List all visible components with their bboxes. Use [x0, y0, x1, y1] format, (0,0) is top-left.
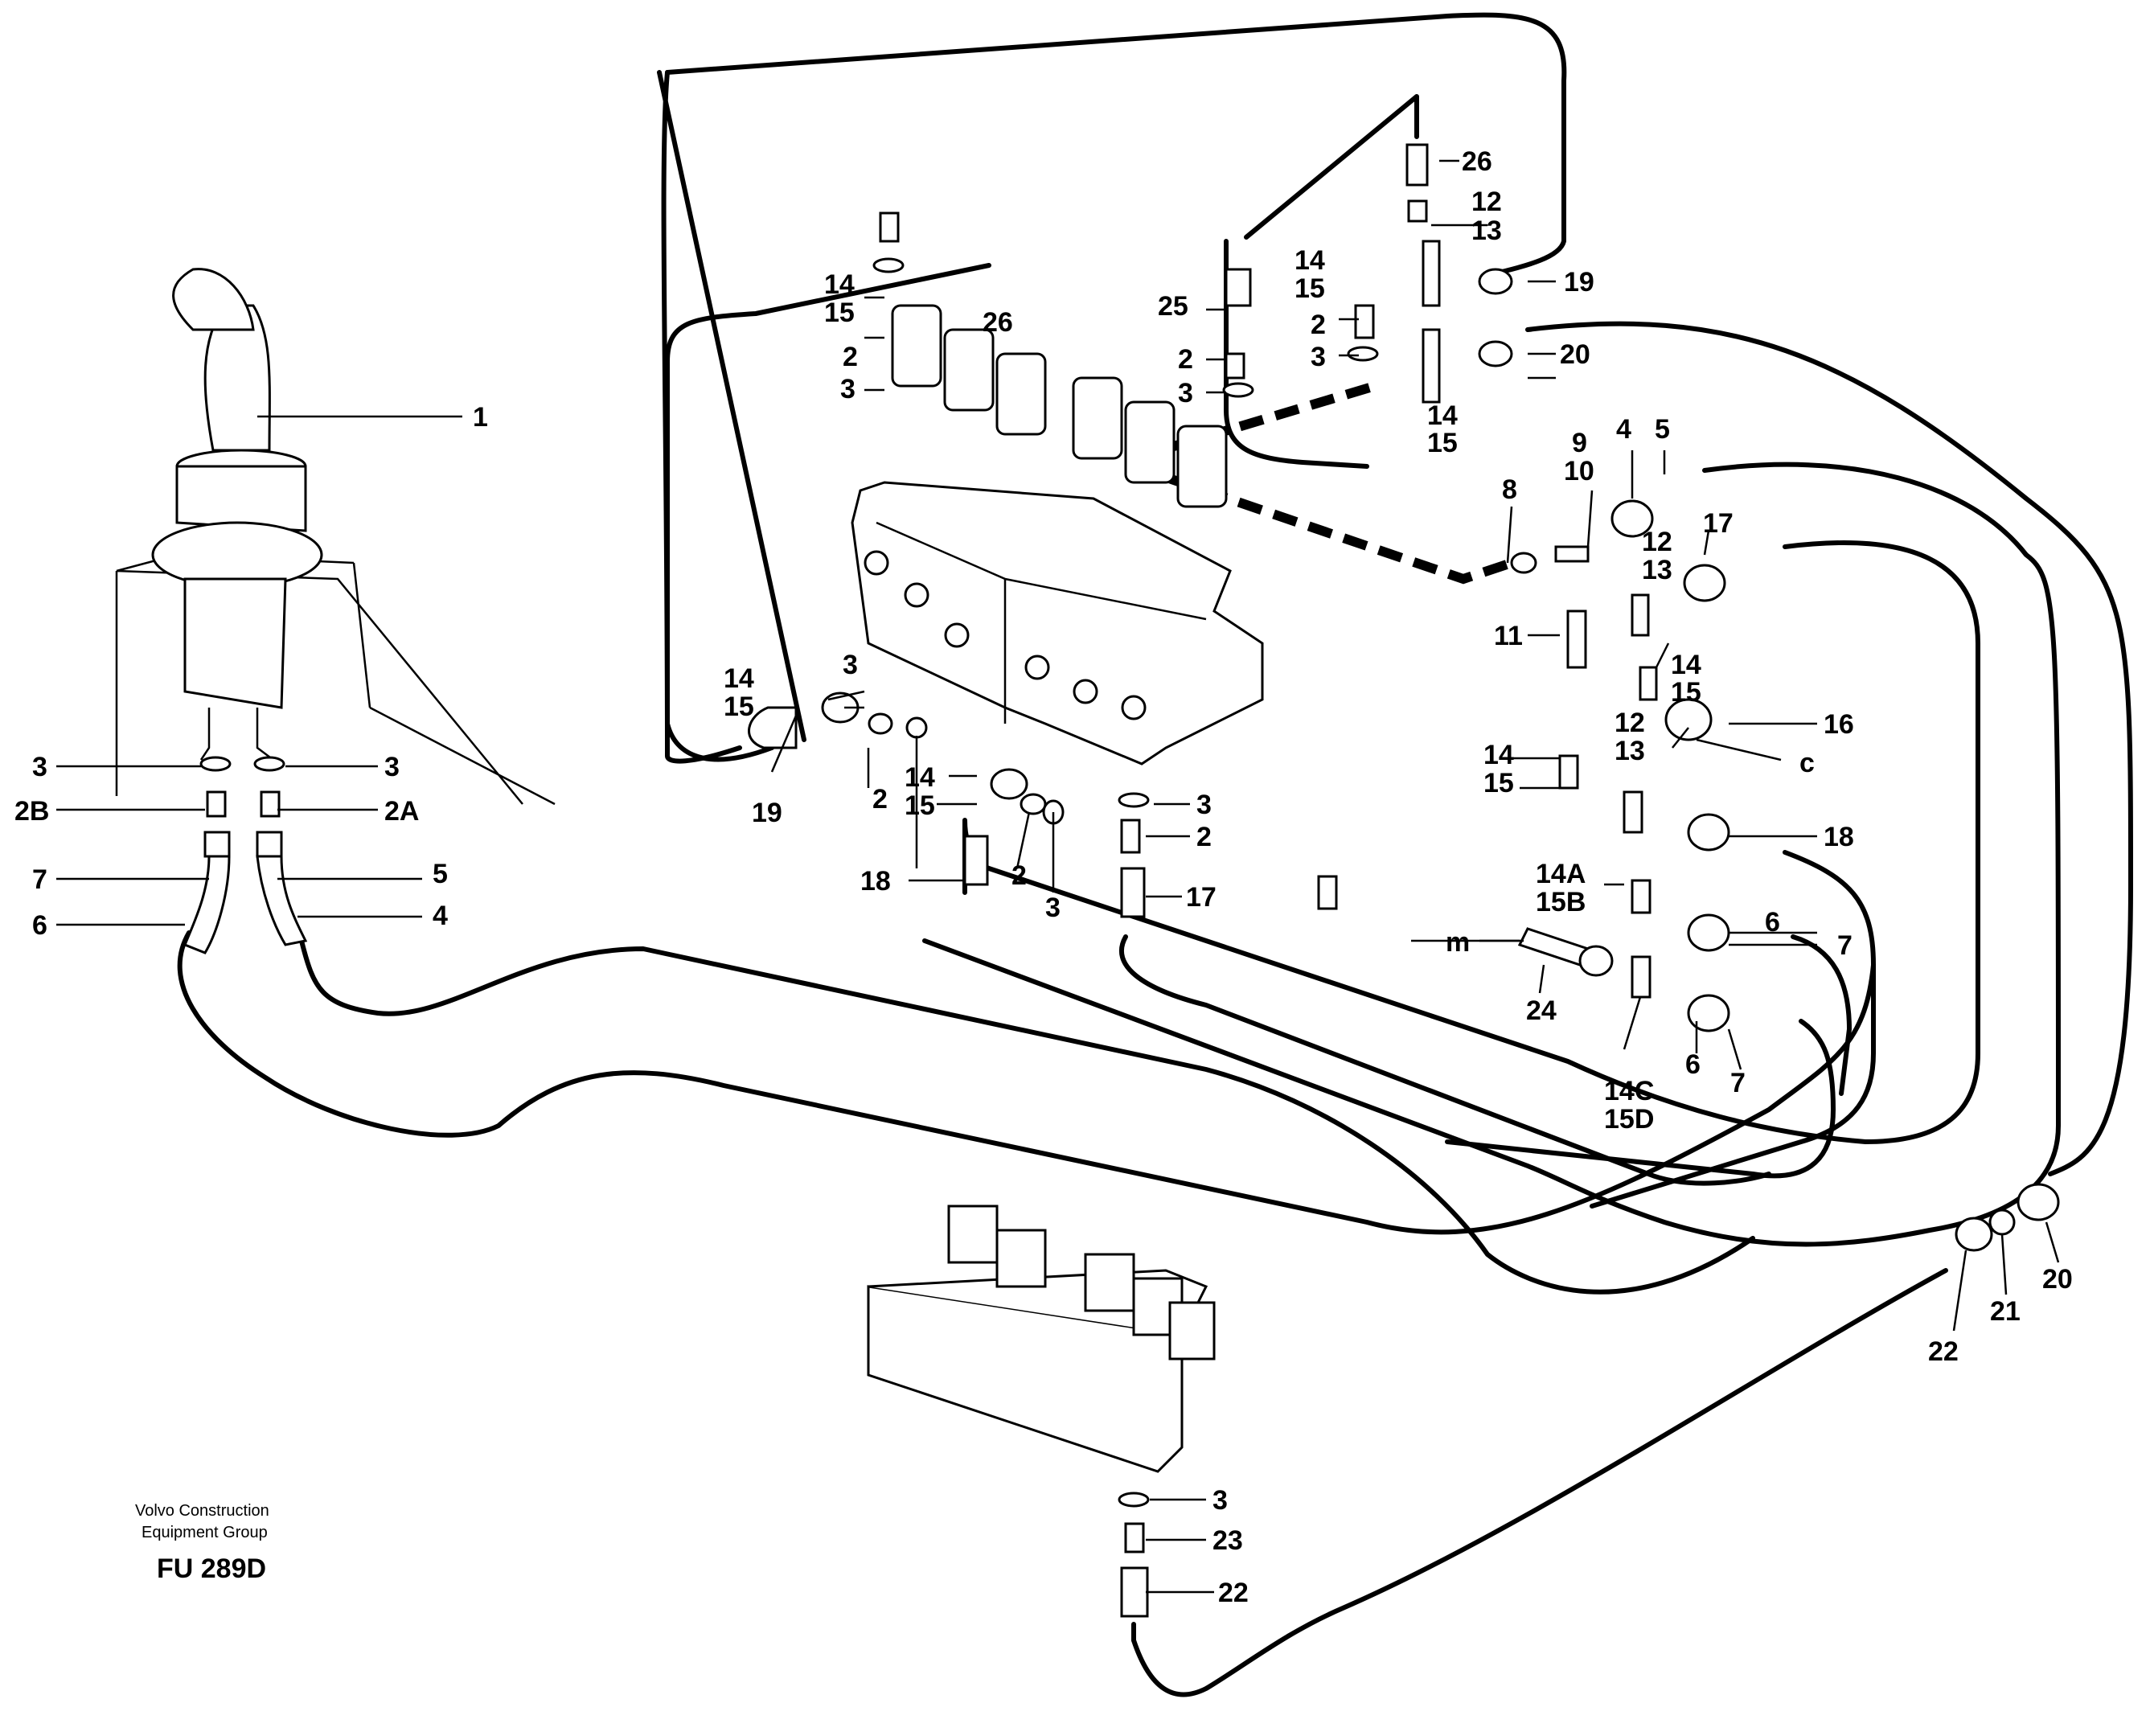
label-19: 19 — [1564, 267, 1594, 298]
label-6: 6 — [1765, 907, 1780, 938]
figure-code: FU 289D — [157, 1553, 266, 1584]
label-6: 6 — [1685, 1049, 1701, 1080]
label-3: 3 — [1212, 1485, 1228, 1516]
label-22: 22 — [1928, 1336, 1959, 1367]
label-2: 2 — [1311, 310, 1326, 340]
label-14: 14 — [905, 762, 935, 793]
leader-lines — [56, 159, 2060, 1594]
label-3: 3 — [1178, 378, 1193, 408]
label-25: 25 — [1158, 291, 1188, 322]
label-12: 12 — [1615, 708, 1645, 738]
label-14: 14 — [1427, 400, 1458, 431]
label-2: 2 — [1196, 822, 1212, 852]
label-24: 24 — [1526, 995, 1557, 1026]
label-2: 2 — [872, 784, 888, 815]
credit-line-1: Volvo Construction — [135, 1502, 269, 1520]
label-2: 2 — [1011, 860, 1027, 891]
label-2b: 2B — [14, 796, 49, 827]
callout-labels: 1 3 3 2B 2A 7 5 6 4 14 15 2 3 26 25 2 3 … — [14, 146, 2073, 1608]
label-26: 26 — [983, 307, 1013, 338]
label-15: 15 — [724, 692, 754, 722]
label-15: 15 — [905, 790, 935, 821]
label-14c: 14C — [1604, 1076, 1654, 1106]
label-17: 17 — [1186, 882, 1217, 913]
label-15: 15 — [1483, 768, 1514, 798]
joystick-fittings — [183, 756, 308, 954]
label-1: 1 — [473, 402, 488, 433]
label-2a: 2A — [384, 796, 419, 827]
label-8: 8 — [1502, 474, 1517, 505]
label-14a: 14A — [1536, 859, 1586, 889]
label-2: 2 — [1178, 344, 1193, 375]
label-12: 12 — [1471, 187, 1502, 217]
credit-block: Volvo Construction Equipment Group FU 28… — [135, 1502, 269, 1584]
label-2: 2 — [843, 342, 858, 372]
label-19: 19 — [752, 798, 782, 828]
label-15b: 15B — [1536, 887, 1586, 917]
label-15d: 15D — [1604, 1104, 1654, 1135]
label-7: 7 — [32, 864, 47, 895]
label-5: 5 — [433, 859, 448, 889]
label-20: 20 — [1560, 339, 1590, 370]
label-15: 15 — [1295, 273, 1325, 304]
label-12: 12 — [1642, 527, 1672, 557]
label-17: 17 — [1703, 508, 1734, 539]
label-7: 7 — [1730, 1068, 1746, 1098]
label-3: 3 — [32, 752, 47, 782]
label-3: 3 — [1196, 790, 1212, 820]
label-15: 15 — [1427, 428, 1458, 458]
label-16: 16 — [1824, 709, 1854, 740]
label-23: 23 — [1212, 1525, 1243, 1556]
label-14: 14 — [1671, 650, 1701, 680]
label-11: 11 — [1494, 621, 1523, 651]
label-26: 26 — [1462, 146, 1492, 177]
label-c: c — [1799, 748, 1815, 778]
joystick-control — [115, 268, 556, 806]
pilot-valve-block — [867, 1205, 1216, 1618]
label-14: 14 — [824, 269, 855, 300]
label-13: 13 — [1471, 215, 1502, 246]
credit-line-2: Equipment Group — [142, 1524, 268, 1541]
label-4: 4 — [1616, 414, 1631, 445]
label-3: 3 — [843, 650, 858, 680]
label-18: 18 — [1824, 822, 1854, 852]
hose-lines — [177, 12, 2133, 1697]
label-13: 13 — [1615, 736, 1645, 766]
label-18: 18 — [860, 866, 891, 897]
label-3: 3 — [384, 752, 400, 782]
label-15: 15 — [1671, 677, 1701, 708]
label-7: 7 — [1837, 930, 1853, 961]
label-9: 9 — [1572, 428, 1587, 458]
control-valve-block — [851, 304, 1264, 765]
label-14: 14 — [724, 663, 754, 694]
label-20: 20 — [2042, 1264, 2073, 1295]
label-14: 14 — [1295, 245, 1325, 276]
label-13: 13 — [1642, 555, 1672, 585]
label-m: m — [1446, 927, 1470, 958]
label-4: 4 — [433, 901, 448, 931]
label-5: 5 — [1655, 414, 1670, 445]
hose-fittings — [748, 143, 2060, 1252]
label-14: 14 — [1483, 740, 1514, 770]
label-22: 22 — [1218, 1578, 1249, 1608]
label-3: 3 — [840, 374, 855, 404]
label-15: 15 — [824, 298, 855, 328]
label-3: 3 — [1311, 342, 1326, 372]
label-21: 21 — [1990, 1296, 2021, 1327]
label-10: 10 — [1564, 456, 1594, 486]
label-6: 6 — [32, 910, 47, 941]
label-3: 3 — [1045, 893, 1061, 923]
